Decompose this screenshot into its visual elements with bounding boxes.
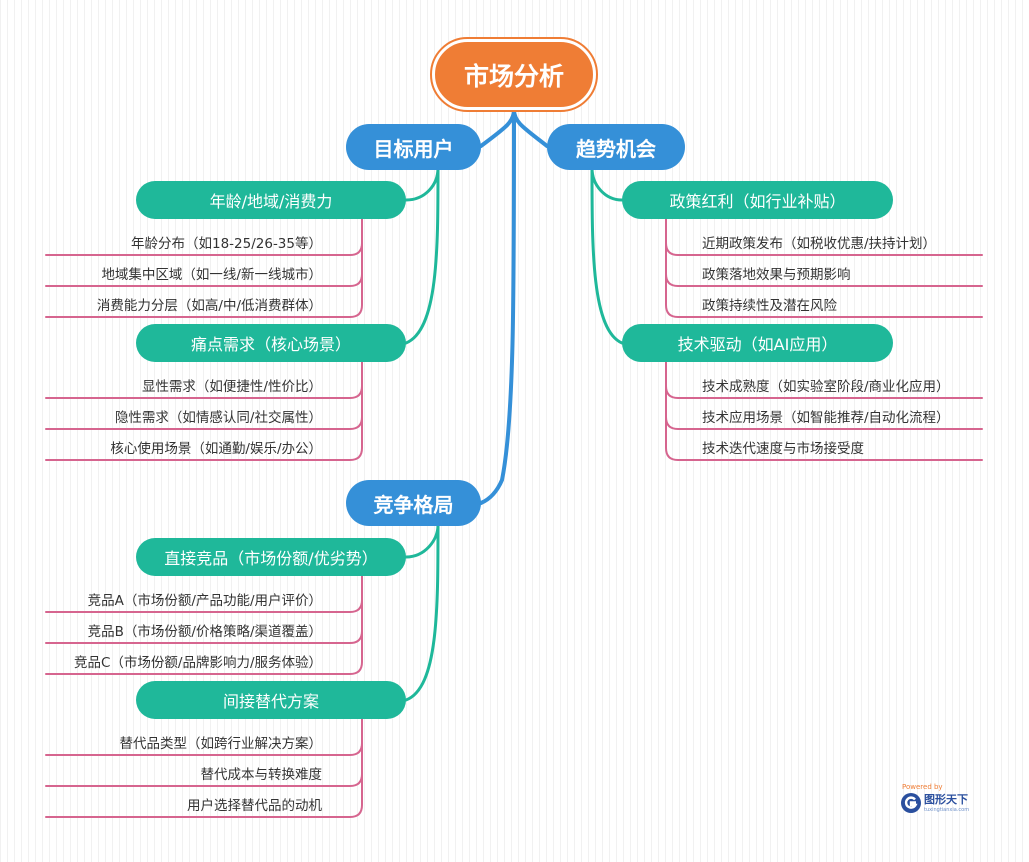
leaf-competitor-c[interactable]: 竞品C（市场份额/品牌影响力/服务体验） — [73, 655, 322, 671]
leaf-age-distribution[interactable]: 年龄分布（如18-25/26-35等） — [130, 236, 322, 252]
edge-leaf-pain-3 — [45, 361, 363, 461]
leaf-consumption-tier[interactable]: 消费能力分层（如高/中/低消费群体） — [96, 298, 322, 314]
edge-leaf-direct-3 — [45, 575, 363, 675]
branch-target-users[interactable]: 目标用户 — [346, 124, 481, 170]
edge-leaf-indirect-3 — [45, 718, 363, 818]
topic-pain-points[interactable]: 痛点需求（核心场景） — [136, 324, 406, 362]
topic-policy-dividend[interactable]: 政策红利（如行业补贴） — [622, 181, 893, 219]
edge-comp-direct — [404, 523, 440, 559]
brand-powered-text: Powered by — [902, 783, 943, 791]
topic-direct-competitors[interactable]: 直接竞品（市场份额/优劣势） — [136, 538, 406, 576]
topic-age-region[interactable]: 年龄/地域/消费力 — [136, 181, 406, 219]
edge-target-age — [404, 166, 440, 202]
edge-trend-policy — [590, 166, 624, 202]
leaf-tech-iteration[interactable]: 技术迭代速度与市场接受度 — [702, 441, 864, 457]
leaf-user-motivation[interactable]: 用户选择替代品的动机 — [187, 798, 322, 814]
brand-name: 图形天下 — [924, 793, 968, 806]
edge-leaf-policy-3 — [665, 218, 983, 318]
leaf-recent-policy[interactable]: 近期政策发布（如税收优惠/扶持计划） — [702, 236, 937, 252]
edge-leaf-age-3 — [45, 218, 363, 318]
edge-root-competition — [479, 108, 516, 505]
brand-subtitle: tuxingtianxia.com — [924, 807, 970, 813]
leaf-tech-maturity[interactable]: 技术成熟度（如实验室阶段/商业化应用） — [702, 379, 950, 395]
branch-trend-opportunities[interactable]: 趋势机会 — [547, 124, 685, 170]
leaf-core-scenarios[interactable]: 核心使用场景（如通勤/娱乐/办公） — [110, 441, 322, 457]
leaf-explicit-needs[interactable]: 显性需求（如便捷性/性价比） — [141, 379, 322, 395]
leaf-competitor-b[interactable]: 竞品B（市场份额/价格策略/渠道覆盖） — [87, 624, 322, 640]
leaf-alternative-types[interactable]: 替代品类型（如跨行业解决方案） — [119, 736, 323, 752]
brand-logo-icon — [901, 793, 921, 813]
leaf-region-area[interactable]: 地域集中区域（如一线/新一线城市） — [101, 267, 322, 283]
root-node[interactable]: 市场分析 — [430, 37, 598, 112]
edge-root-trends — [512, 108, 549, 148]
brand-watermark: Powered by 图形天下 tuxingtianxia.com — [900, 783, 980, 815]
topic-indirect-alternatives[interactable]: 间接替代方案 — [136, 681, 406, 719]
edge-trend-tech — [590, 166, 624, 345]
edge-target-pain — [404, 166, 440, 345]
edge-root-target-users — [479, 108, 516, 148]
leaf-competitor-a[interactable]: 竞品A（市场份额/产品功能/用户评价） — [87, 593, 322, 609]
leaf-policy-effect[interactable]: 政策落地效果与预期影响 — [702, 267, 851, 283]
leaf-switching-cost[interactable]: 替代成本与转换难度 — [200, 767, 323, 783]
topic-tech-driven[interactable]: 技术驱动（如AI应用） — [622, 324, 893, 362]
branch-competition[interactable]: 竞争格局 — [346, 480, 481, 526]
leaf-tech-scenarios[interactable]: 技术应用场景（如智能推荐/自动化流程） — [702, 410, 950, 426]
leaf-implicit-needs[interactable]: 隐性需求（如情感认同/社交属性） — [114, 410, 322, 426]
edge-comp-indirect — [404, 523, 440, 702]
edge-leaf-tech-3 — [665, 361, 983, 461]
leaf-policy-risk[interactable]: 政策持续性及潜在风险 — [702, 298, 837, 314]
